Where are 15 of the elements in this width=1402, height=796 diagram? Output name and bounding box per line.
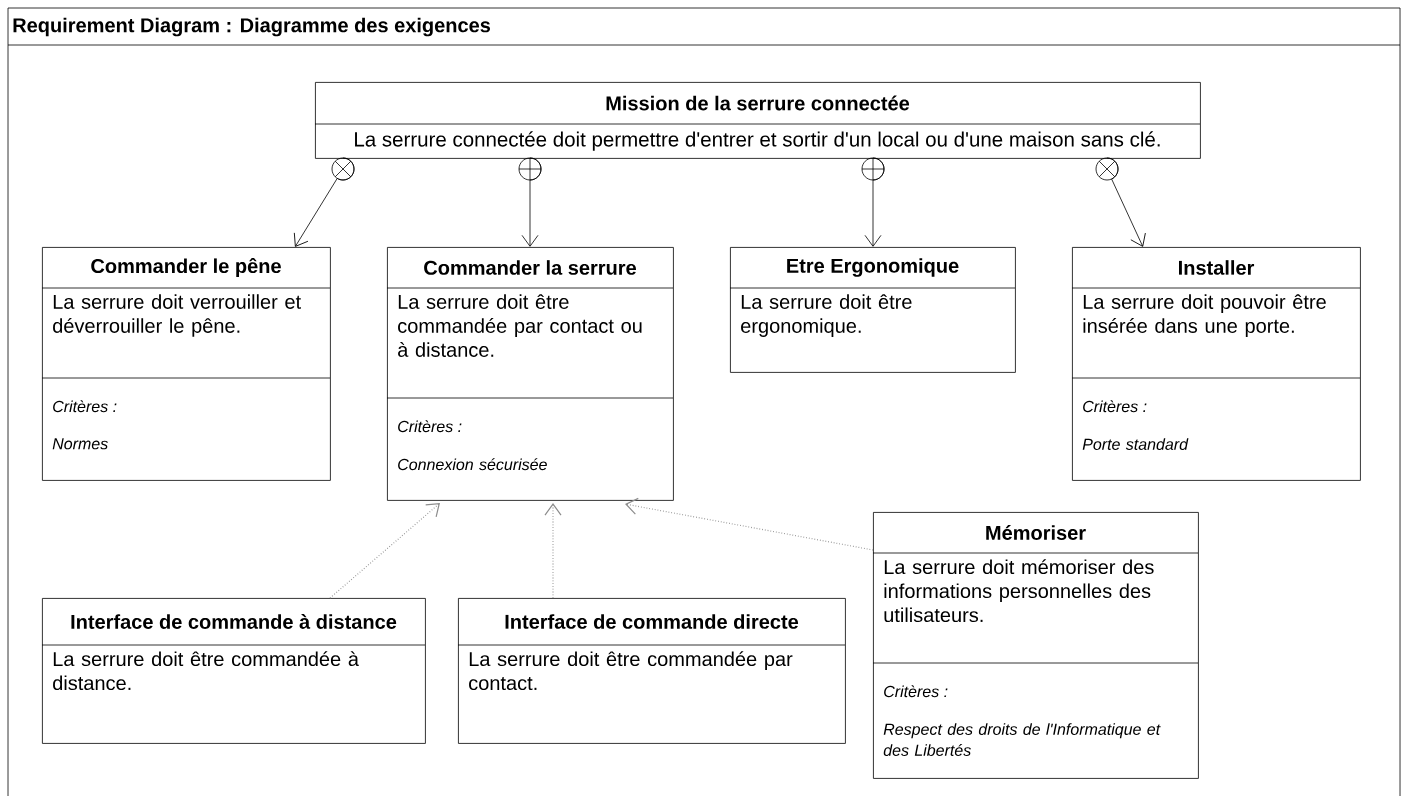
containment-arrow [518,157,542,247]
requirement-box: Mémoriser La serrure doit mémoriser des informations personnelles des utilisateurs. Critères : Respect des droits de l'Informatique et des Libertés [872,512,1199,779]
containment-arrow [1095,157,1146,247]
requirement-box: Commander la serrure La serrure doit être commandée par contact ou à distance. Critères : Connexion sécurisée [386,247,674,501]
dependency-arrow [625,497,874,551]
containment-arrow [293,157,355,247]
requirement-box: Commander le pêne La serrure doit verrouiller et déverrouiller le pêne. Critères : Normes [41,247,331,481]
dependency-arrow [544,503,562,599]
containment-arrow [861,157,885,247]
requirement-box: Interface de commande à distance La serrure doit être commandée à distance. [41,598,426,744]
requirement-box: Installer La serrure doit pouvoir être insérée dans une porte. Critères : Porte standard [1071,247,1361,481]
requirement-box: Mission de la serrure connectée La serrure connectée doit permettre d'entrer et sortir d'un local ou d'une maison sans clé. [314,82,1201,159]
requirement-box: Etre Ergonomique La serrure doit être ergonomique. [729,247,1016,373]
requirement-box: Interface de commande directe La serrure doit être commandée par contact. [457,598,846,744]
dependency-arrow [329,503,440,599]
